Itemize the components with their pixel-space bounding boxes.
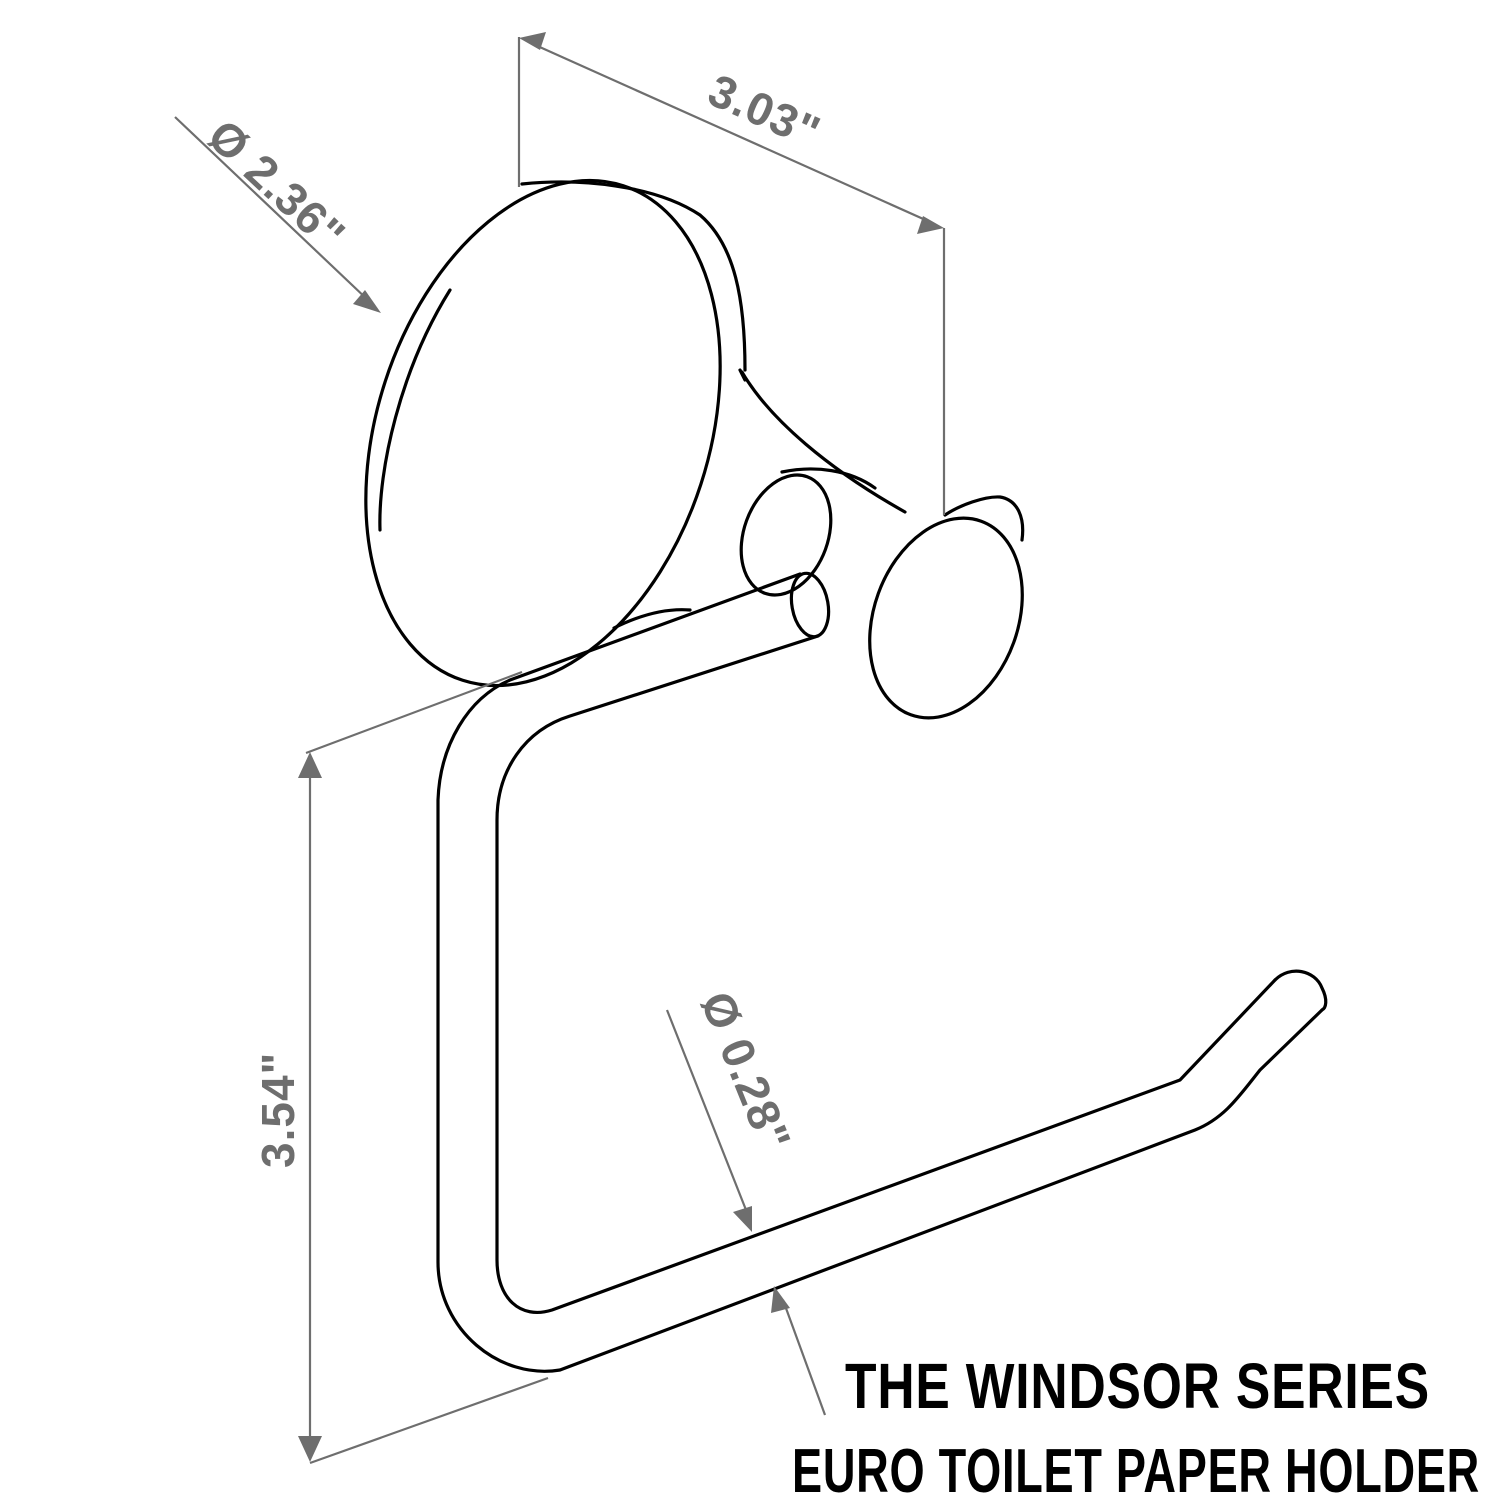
rod-arm bbox=[436, 571, 1328, 1373]
dim-rod-diameter-label: Ø 0.28" bbox=[691, 984, 802, 1158]
product-title: EURO TOILET PAPER HOLDER bbox=[792, 1437, 1480, 1500]
dim-rod-diameter: Ø 0.28" bbox=[665, 984, 827, 1416]
series-title: THE WINDSOR SERIES bbox=[845, 1350, 1430, 1422]
holder-outline bbox=[364, 178, 1328, 1373]
wall-mount-plate bbox=[364, 178, 747, 688]
dim-depth: 3.03" bbox=[517, 32, 946, 515]
post-neck bbox=[612, 370, 907, 630]
dim-height: 3.54" bbox=[252, 670, 549, 1465]
dim-mount-diameter: Ø 2.36" bbox=[174, 109, 381, 313]
dim-height-label: 3.54" bbox=[252, 1052, 304, 1168]
dim-mount-diameter-label: Ø 2.36" bbox=[198, 109, 356, 261]
dim-depth-label: 3.03" bbox=[701, 64, 828, 159]
end-cap-knob bbox=[868, 495, 1025, 720]
title-block: THE WINDSOR SERIES EURO TOILET PAPER HOL… bbox=[792, 1350, 1480, 1500]
